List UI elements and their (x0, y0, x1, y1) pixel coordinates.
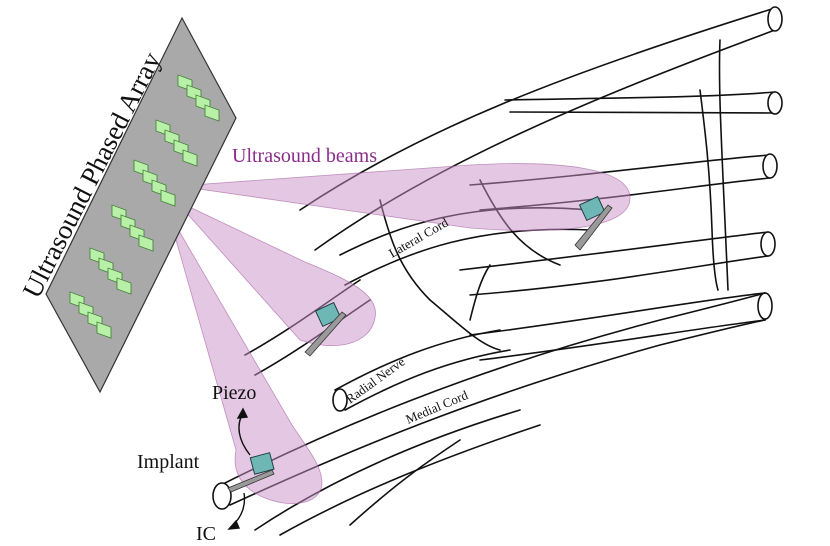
array-elements (69, 74, 220, 339)
array-element (96, 321, 112, 339)
ic-label: IC (196, 523, 216, 545)
piezo-label: Piezo (212, 382, 256, 404)
beam-lateral-cord (177, 163, 631, 231)
array-element (182, 149, 198, 167)
array-element (116, 277, 132, 295)
ultrasound-beams (167, 163, 631, 505)
implant-label: Implant (137, 451, 200, 473)
lateral-cord-label: Lateral Cord (386, 214, 451, 260)
array-element (204, 104, 220, 122)
medial-cord-label: Medial Cord (403, 387, 470, 427)
array-element (138, 234, 154, 252)
curved-arrow-icon (236, 407, 251, 456)
curved-arrow-icon (227, 492, 246, 530)
beam-lower-implant (167, 211, 323, 505)
phased-array (45, 16, 237, 394)
implant-upper (304, 301, 347, 357)
implant-lateral (574, 195, 613, 251)
beams-label: Ultrasound beams (232, 145, 377, 167)
implant-lower (227, 452, 275, 493)
array-element (160, 189, 176, 207)
